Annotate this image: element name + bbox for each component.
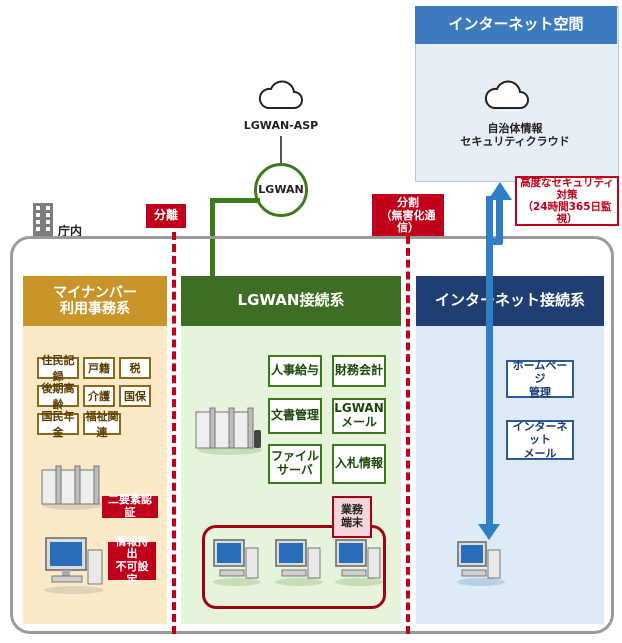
system-box: 入札情報	[332, 444, 386, 484]
internet-section-title: インターネット接続系	[416, 276, 604, 326]
separator-line-isolation	[172, 232, 176, 634]
computer-icon	[335, 539, 383, 586]
separator-split-tag: 分割 （無害化通信）	[372, 194, 444, 238]
cloud-icon	[258, 80, 303, 109]
computer-icon	[213, 539, 261, 586]
security-note: 高度なセキュリティ対策 （24時間365日監視）	[515, 176, 619, 226]
system-box: 戸籍	[83, 357, 115, 379]
internet-arrow-branch	[486, 238, 502, 245]
lgwan-connector	[210, 198, 260, 203]
system-box: 国保	[119, 385, 151, 407]
system-box: 福祉関連	[83, 410, 121, 439]
system-box: ファイル サーバ	[268, 444, 322, 484]
system-box: 税	[119, 357, 151, 379]
system-box: ホームページ 管理	[506, 359, 574, 399]
computer-icon	[457, 541, 505, 586]
system-box: 後期高齢	[37, 382, 79, 411]
security-cloud-label: 自治体情報 セキュリティクラウド	[460, 122, 570, 148]
lgwan-section-title: LGWAN接続系	[181, 276, 401, 326]
computer-icon	[44, 537, 104, 594]
internet-arrow-shaft	[496, 196, 503, 244]
system-box: 財務会計	[332, 355, 386, 387]
server-icon	[41, 465, 102, 510]
separator-line-split	[406, 236, 410, 634]
office-frame	[10, 236, 614, 634]
terminal-group-frame	[202, 525, 386, 609]
internet-arrow-shaft	[486, 196, 493, 526]
business-terminal-tag: 業務 端末	[332, 496, 372, 538]
system-box: 介護	[83, 385, 115, 407]
computer-icon	[275, 539, 323, 586]
lgwan-asp-label: LGWAN-ASP	[243, 118, 319, 132]
system-box: 文書管理	[268, 398, 322, 434]
arrow-down-icon	[478, 524, 500, 540]
separator-isolation-tag: 分離	[146, 204, 186, 228]
two-factor-auth-tag: 二要素認証	[102, 494, 158, 519]
system-box: インターネット メール	[506, 420, 574, 460]
mynumber-section-title: マイナンバー 利用事務系	[23, 276, 167, 326]
server-icon	[195, 407, 262, 455]
system-box: 国民年金	[37, 410, 79, 439]
building-icon	[33, 203, 53, 237]
office-label: 庁内	[58, 224, 83, 238]
lgwan-asp-link	[280, 136, 282, 164]
export-disabled-tag: 情報持出 不可設定	[108, 535, 156, 585]
lgwan-node: LGWAN	[254, 163, 308, 217]
system-box: 住民記録	[37, 354, 79, 383]
internet-space-title: インターネット空間	[415, 6, 617, 44]
cloud-icon	[484, 80, 529, 109]
arrow-up-icon	[488, 182, 512, 200]
system-box: LGWAN メール	[332, 398, 386, 434]
system-box: 人事給与	[268, 355, 322, 387]
